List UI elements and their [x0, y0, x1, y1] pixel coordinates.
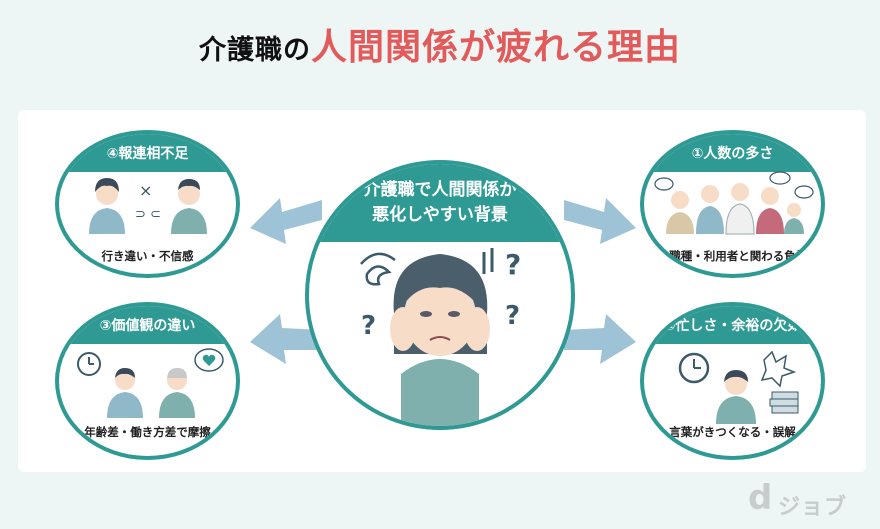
reason-4-heading: ④報連相不足	[59, 134, 236, 172]
svg-text:×: ×	[139, 181, 152, 200]
title-highlight: 人間関係が疲れる理由	[310, 27, 681, 68]
reason-circle-4: ④報連相不足 × ⊃ ⊂ 行き違い・不信感	[55, 130, 240, 278]
generation-gap-illustration	[77, 348, 224, 418]
miscommunication-illustration: × ⊃ ⊂	[89, 178, 207, 234]
center-line1: 介護職で人間関係が	[363, 180, 517, 200]
center-line2: 悪化しやすい背景	[372, 205, 508, 225]
many-people-illustration	[654, 171, 814, 235]
arrow-to-r1-icon	[564, 198, 636, 244]
title-prefix: 介護職の	[198, 35, 311, 66]
reason-2-heading: ②忙しさ・余裕の欠如	[644, 306, 821, 344]
arrow-to-r2-icon	[564, 314, 636, 364]
reason-circle-1: ①人数の多さ 多職種・利用者と関わる負担	[640, 130, 825, 278]
reason-circle-2: ②忙しさ・余裕の欠如 言葉がきつくなる・誤解	[640, 302, 825, 460]
svg-text:?: ?	[505, 301, 520, 331]
reason-2-caption: 言葉がきつくなる・誤解	[669, 425, 796, 439]
reason-3-caption: 年齢差・働き方差で摩擦	[84, 425, 211, 439]
svg-text:?: ?	[361, 311, 376, 341]
reason-1-heading: ①人数の多さ	[644, 134, 821, 172]
reason-4-caption: 行き違い・不信感	[101, 249, 194, 263]
svg-text:⊃ ⊂: ⊃ ⊂	[135, 207, 161, 222]
reason-1-caption: 多職種・利用者と関わる負担	[657, 249, 808, 263]
reason-3-heading: ③価値観の違い	[59, 306, 236, 344]
busy-worker-illustration	[678, 350, 799, 424]
center-caption: 介護職で人間関係が 悪化しやすい背景	[309, 164, 571, 242]
arrow-to-r4-icon	[250, 198, 322, 244]
brand-logo: d ジョブ	[748, 478, 868, 520]
arrow-to-r3-icon	[250, 314, 322, 364]
svg-text:?: ?	[505, 248, 521, 281]
logo-mark: d	[748, 478, 773, 518]
reason-circle-3: ③価値観の違い 年齢差・働き方差で摩擦	[55, 302, 240, 460]
page-title: 介護職の人間関係が疲れる理由	[0, 18, 880, 70]
stressed-worker-illustration: ? ? ?	[360, 248, 521, 426]
center-circle: 介護職で人間関係が 悪化しやすい背景 ? ? ?	[305, 160, 575, 430]
logo-text: ジョブ	[778, 495, 848, 520]
